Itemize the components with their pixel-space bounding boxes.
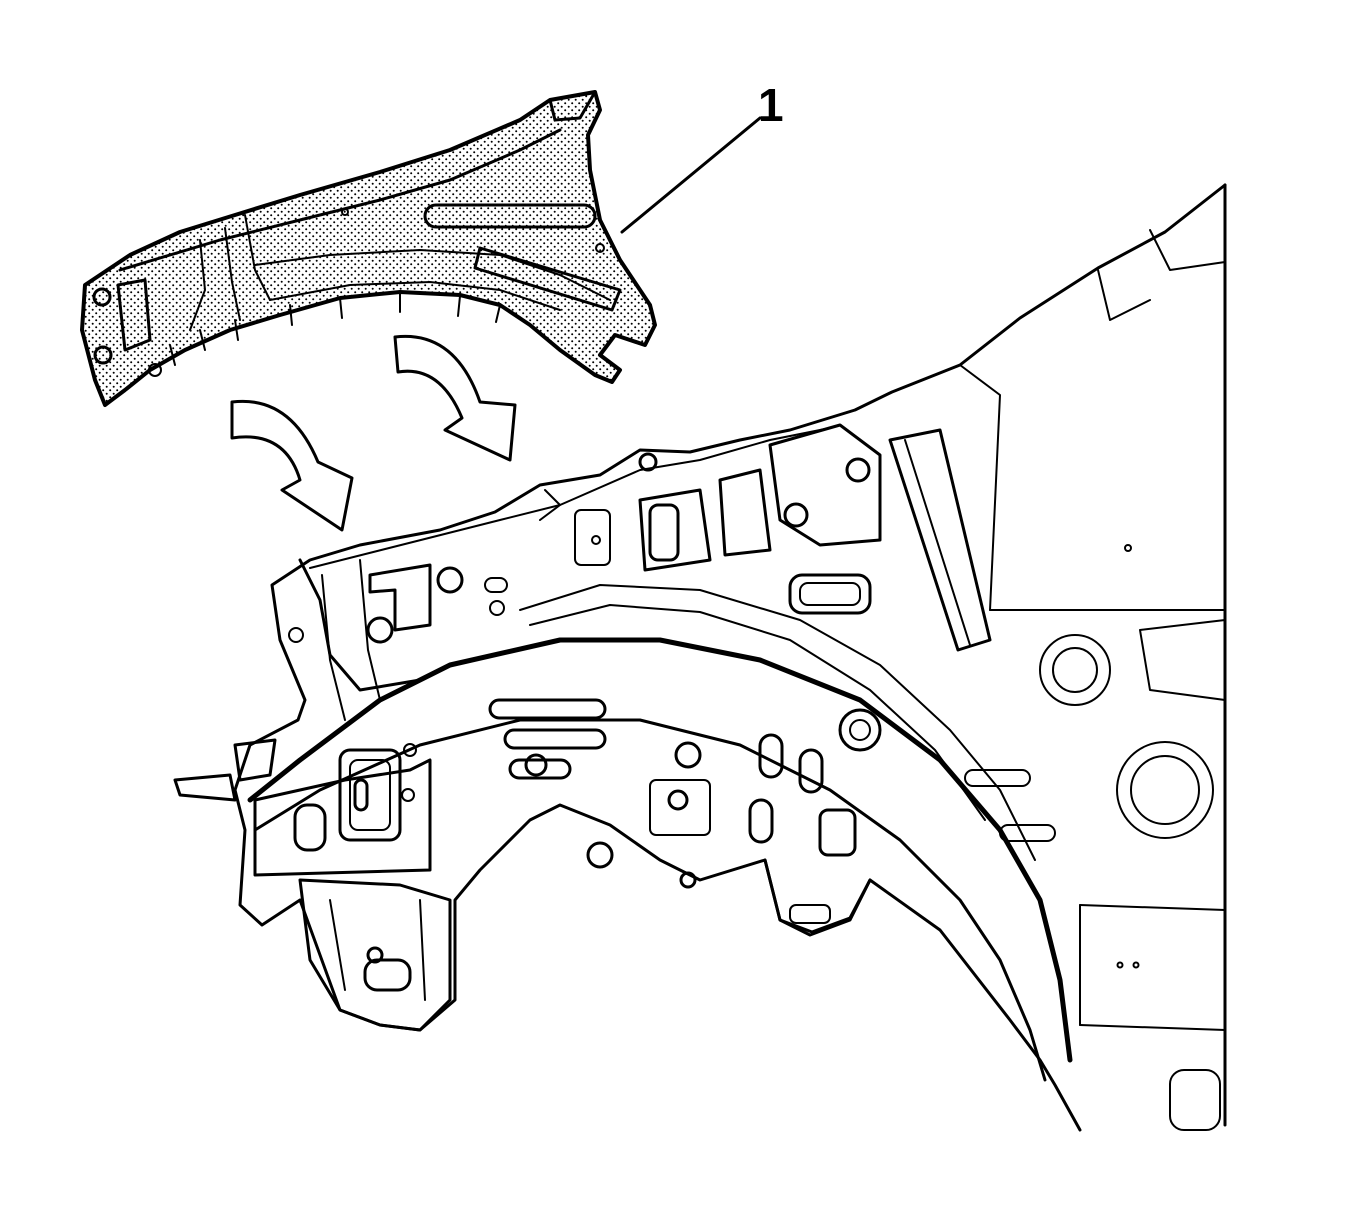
- wheelhouse-arch: [247, 584, 1073, 1082]
- upper-rail-brackets: [539, 452, 772, 572]
- callout-1-leader: [620, 116, 762, 234]
- install-direction-arrow-right: [393, 334, 517, 462]
- wheelhouse-outer-panel-part: [80, 90, 657, 407]
- install-direction-arrow-left: [230, 399, 354, 532]
- body-structure: [233, 183, 1227, 1132]
- callout-1-label: 1: [758, 79, 784, 131]
- front-rail: [173, 558, 508, 1032]
